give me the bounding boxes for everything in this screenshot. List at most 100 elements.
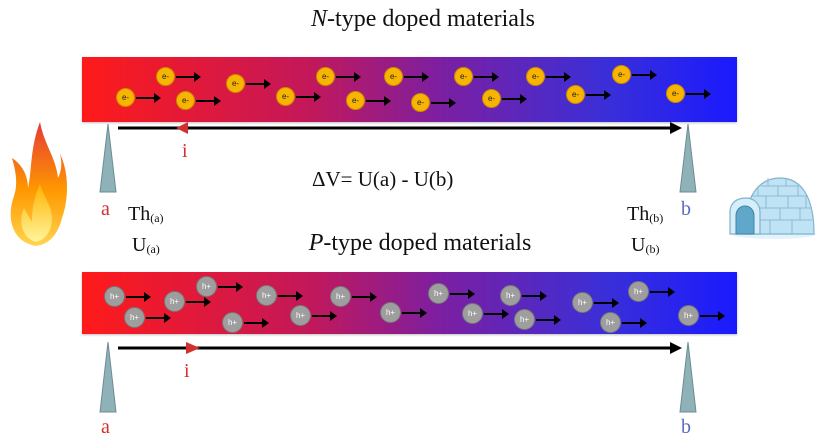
hole: h+ [222, 312, 269, 333]
electron: e- [666, 84, 711, 103]
hole-ball: h+ [428, 283, 449, 304]
electron-ball: e- [116, 88, 135, 107]
drift-arrow [402, 307, 427, 318]
left-th: Th [128, 203, 151, 225]
hole-ball: h+ [514, 309, 535, 330]
electrode-a-top [99, 124, 117, 193]
drift-arrow [594, 297, 619, 308]
hole: h+ [678, 305, 725, 326]
electron-ball: e- [226, 74, 245, 93]
drift-arrow [502, 93, 527, 104]
electron-ball: e- [411, 93, 430, 112]
drift-arrow [312, 310, 337, 321]
hole: h+ [428, 283, 475, 304]
drift-arrow [176, 71, 201, 82]
drift-arrow [700, 310, 725, 321]
electron-ball: e- [176, 91, 195, 110]
electron-ball: e- [316, 67, 335, 86]
electron: e- [566, 85, 611, 104]
n-type-title: N-type doped materials [283, 6, 563, 33]
electron-ball: e- [526, 67, 545, 86]
drift-arrow [136, 92, 161, 103]
hole-ball: h+ [678, 305, 699, 326]
end-b-label-bottom: b [681, 416, 691, 438]
drift-arrow [366, 95, 391, 106]
hole-ball: h+ [500, 285, 521, 306]
p-type-circuit-arrow [118, 342, 682, 354]
hole-ball: h+ [222, 312, 243, 333]
electron: e- [176, 91, 221, 110]
drift-arrow [536, 314, 561, 325]
drift-arrow [296, 91, 321, 102]
end-a-label-bottom: a [101, 416, 110, 438]
drift-arrow [126, 291, 151, 302]
end-a-label-top: a [101, 198, 110, 220]
p-current-label: i [184, 360, 190, 382]
hole: h+ [196, 276, 243, 297]
drift-arrow [484, 308, 509, 319]
right-u: U [631, 234, 646, 256]
n-current-label: i [182, 140, 188, 162]
hole-ball: h+ [196, 276, 217, 297]
electron: e- [116, 88, 161, 107]
drift-arrow [546, 71, 571, 82]
drift-arrow [522, 290, 547, 301]
drift-arrow [431, 97, 456, 108]
electron: e- [346, 91, 391, 110]
drift-arrow [622, 317, 647, 328]
left-temperature: Th(a) [128, 203, 164, 226]
electron: e- [411, 93, 456, 112]
electron-ball: e- [384, 67, 403, 86]
drift-arrow [146, 312, 171, 323]
electron-ball: e- [566, 85, 585, 104]
p-type-title-rest: -type doped materials [323, 230, 532, 256]
left-th-sub: (a) [150, 211, 164, 225]
hole: h+ [104, 286, 151, 307]
drift-arrow [186, 296, 211, 307]
right-th: Th [627, 203, 650, 225]
electron: e- [384, 67, 429, 86]
right-potential: U(b) [631, 234, 659, 257]
hole: h+ [290, 305, 337, 326]
hole: h+ [500, 285, 547, 306]
n-type-title-rest: -type doped materials [327, 6, 535, 32]
p-type-title: P-type doped materials [280, 230, 560, 257]
electron: e- [276, 87, 321, 106]
hole-ball: h+ [330, 286, 351, 307]
hole: h+ [628, 281, 675, 302]
hole: h+ [600, 312, 647, 333]
electron-ball: e- [612, 65, 631, 84]
voltage-equation: ΔV= U(a) - U(b) [312, 167, 454, 191]
electron: e- [612, 65, 657, 84]
hole: h+ [256, 285, 303, 306]
hole: h+ [330, 286, 377, 307]
hole: h+ [514, 309, 561, 330]
electron-ball: e- [156, 67, 175, 86]
p-type-bar [82, 272, 737, 334]
drift-arrow [352, 291, 377, 302]
drift-arrow [650, 286, 675, 297]
electron: e- [454, 67, 499, 86]
p-type-title-prefix: P [308, 230, 324, 256]
drift-arrow [278, 290, 303, 301]
right-th-sub: (b) [649, 211, 664, 225]
electron: e- [316, 67, 361, 86]
hole-ball: h+ [628, 281, 649, 302]
drift-arrow [404, 71, 429, 82]
electrode-b-bottom [679, 342, 697, 413]
drift-arrow [246, 78, 271, 89]
hole: h+ [380, 302, 427, 323]
hole: h+ [462, 303, 509, 324]
electron-ball: e- [454, 67, 473, 86]
drift-arrow [336, 71, 361, 82]
drift-arrow [450, 288, 475, 299]
hole-ball: h+ [572, 292, 593, 313]
left-potential: U(a) [132, 234, 160, 257]
electrode-b-top [679, 124, 697, 193]
drift-arrow [474, 71, 499, 82]
drift-arrow [218, 281, 243, 292]
left-u: U [132, 234, 147, 256]
electron-ball: e- [666, 84, 685, 103]
electron: e- [226, 74, 271, 93]
hole-ball: h+ [104, 286, 125, 307]
